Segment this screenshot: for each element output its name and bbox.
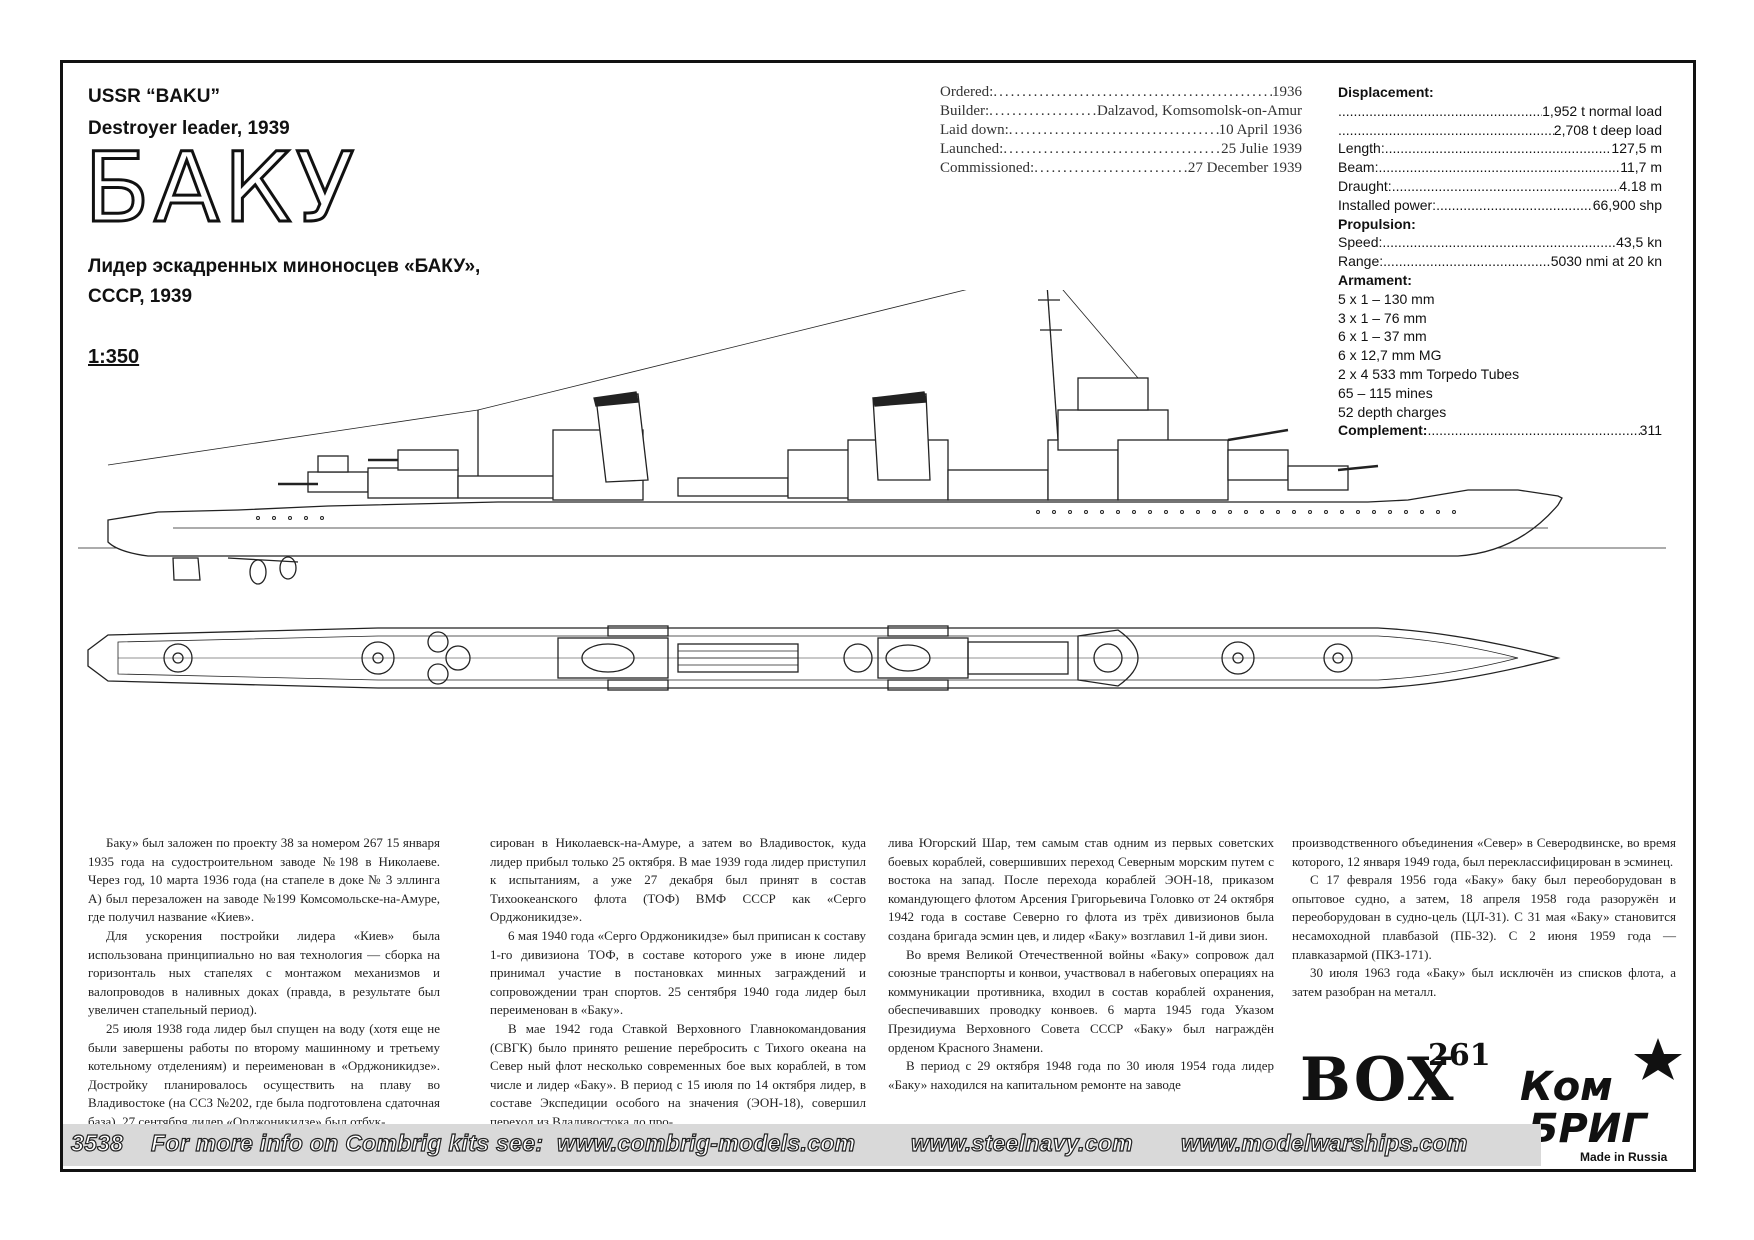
dates-table: Ordered:1936 Builder:Dalzavod, Komsomols… <box>940 84 1302 179</box>
date-row: Builder:Dalzavod, Komsomolsk-on-Amur <box>940 103 1302 122</box>
title-en: USSR “BAKU” <box>88 86 220 107</box>
paragraph: производственного объединения «Север» в … <box>1292 835 1676 869</box>
text-column-1: Баку» был заложен по проекту 38 за номер… <box>88 834 440 1132</box>
armament-item: 5 x 1 – 130 mm <box>1338 290 1435 307</box>
page-frame <box>60 60 1696 1172</box>
date-row: Commissioned:27 December 1939 <box>940 160 1302 179</box>
box-number: 261 <box>1428 1038 1491 1073</box>
made-in-russia: Made in Russia <box>1580 1150 1668 1164</box>
ship-profile <box>78 290 1666 585</box>
link-steelnavy[interactable]: www.steelnavy.com <box>910 1129 1133 1156</box>
spec-row: Beam:11,7 m <box>1338 159 1662 178</box>
text-column-4: производственного объединения «Север» в … <box>1292 834 1676 1001</box>
link-modelwarships[interactable]: www.modelwarships.com <box>1180 1129 1468 1156</box>
armament-item: 2 x 4 533 mm Torpedo Tubes <box>1338 365 1520 382</box>
ship-name-large: БАКУ <box>82 132 359 244</box>
svg-text:Ком: Ком <box>1520 1064 1613 1110</box>
paragraph: 30 июля 1963 года «Баку» был исключён из… <box>1292 965 1676 999</box>
spec-row: Draught:4.18 m <box>1338 178 1662 197</box>
more-info-text: For more info on Combrig kits see: <box>150 1129 544 1156</box>
paragraph: сирован в Николаевск-на-Амуре, а затем в… <box>490 835 866 925</box>
paragraph: 25 июля 1938 года лидер был спущен на во… <box>88 1020 440 1129</box>
armament-item: 65 – 115 mines <box>1338 384 1433 401</box>
text-column-2: сирован в Николаевск-на-Амуре, а затем в… <box>490 834 866 1132</box>
spec-row: 1,952 t normal load <box>1338 103 1662 122</box>
armament-item: 6 x 12,7 mm MG <box>1338 347 1442 364</box>
date-row: Launched:25 Julie 1939 <box>940 141 1302 160</box>
paragraph: С 17 февраля 1956 года «Баку» баку был п… <box>1292 872 1676 962</box>
title-ru-country: СССР, 1939 <box>88 286 193 307</box>
armament-item: 52 depth charges <box>1338 403 1447 420</box>
text-column-3: лива Югорский Шар, тем самым став одним … <box>888 834 1274 1094</box>
title-ru: Лидер эскадренных миноносцев «БАКУ», <box>88 256 481 277</box>
paragraph: Во время Великой Отечественной войны «Ба… <box>888 946 1274 1055</box>
specs-table: Displacement: 1,952 t normal load 2,708 … <box>1338 84 1662 441</box>
date-row: Laid down:10 April 1936 <box>940 122 1302 141</box>
paragraph: Баку» был заложен по проекту 38 за номер… <box>88 835 440 925</box>
scale-label: 1:350 <box>88 346 140 368</box>
svg-text:БРИГ: БРИГ <box>1528 1106 1649 1152</box>
spec-row: Installed power:66,900 shp <box>1338 197 1662 216</box>
ship-plan-view <box>87 625 1561 691</box>
displacement-heading: Displacement: <box>1338 84 1434 100</box>
spec-row: Length:127,5 m <box>1338 140 1662 159</box>
paragraph: Для ускорения постройки лидера «Киев» бы… <box>88 927 440 1018</box>
propulsion-heading: Propulsion: <box>1338 215 1416 232</box>
spec-row: Complement:311 <box>1338 422 1662 441</box>
paragraph: В период с 29 октября 1948 года по 30 ию… <box>888 1058 1274 1092</box>
box-label: BOX <box>1300 1045 1456 1115</box>
spec-row: Range:5030 nmi at 20 kn <box>1338 253 1662 272</box>
combrig-logo: Ком БРИГ <box>1520 1038 1682 1152</box>
link-combrig[interactable]: www.combrig-models.com <box>556 1129 856 1156</box>
ship-drawings <box>78 290 1666 691</box>
footer-bar: 3538 For more info on Combrig kits see: … <box>63 1124 1541 1166</box>
spec-row: Speed:43,5 kn <box>1338 234 1662 253</box>
armament-item: 3 x 1 – 76 mm <box>1338 309 1427 326</box>
spec-row: 2,708 t deep load <box>1338 122 1662 141</box>
subtitle-en: Destroyer leader, 1939 <box>88 118 290 139</box>
armament-heading: Armament: <box>1338 271 1412 288</box>
kit-number: 3538 <box>70 1129 124 1156</box>
armament-item: 6 x 1 – 37 mm <box>1338 328 1427 345</box>
paragraph: лива Югорский Шар, тем самым став одним … <box>888 835 1274 943</box>
paragraph: 6 мая 1940 года «Серго Орджоникидзе» был… <box>490 927 866 1018</box>
date-row: Ordered:1936 <box>940 84 1302 103</box>
paragraph: В мае 1942 года Ставкой Верховного Главн… <box>490 1020 866 1129</box>
